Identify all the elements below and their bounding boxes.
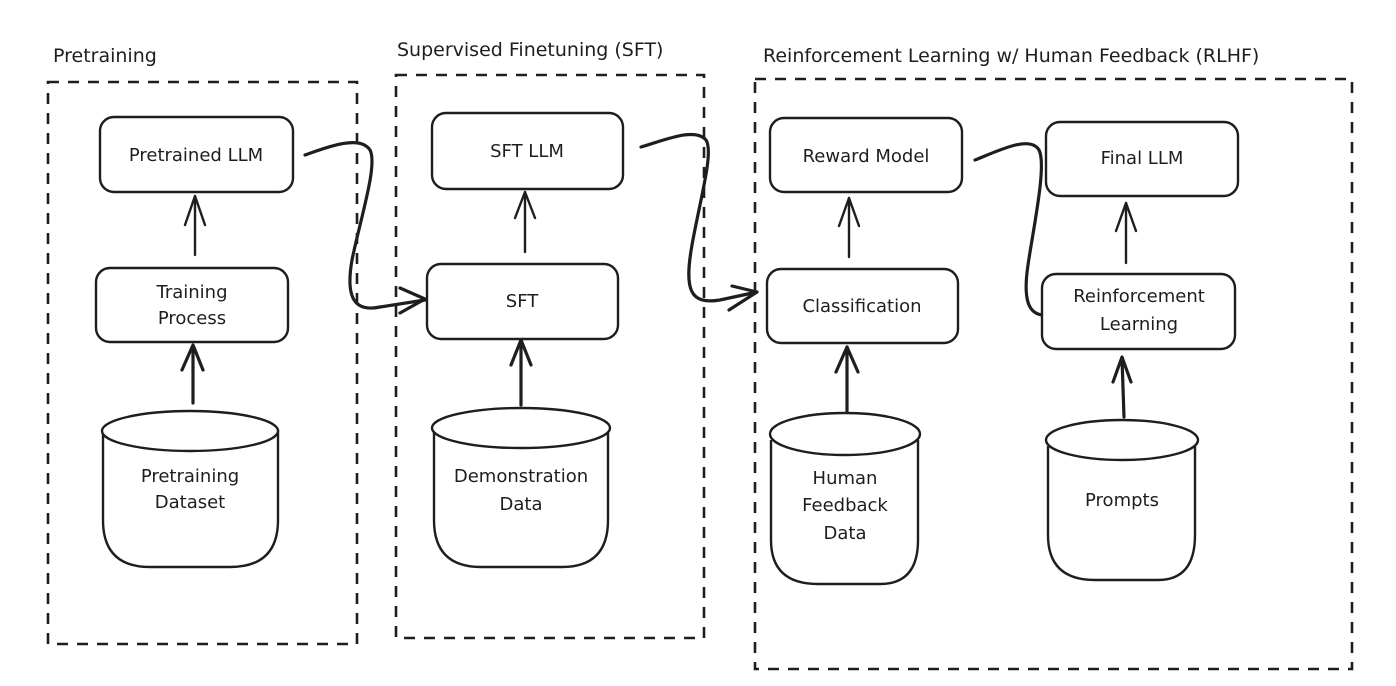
node-final-llm[interactable]: Final LLM: [1044, 120, 1240, 198]
arrowhead: [727, 284, 759, 312]
node-box: [98, 115, 295, 194]
node-label: Classification: [802, 296, 921, 317]
edge-reward-to-rl: [973, 142, 1092, 317]
arrowhead: [1111, 355, 1133, 384]
node-label-line-1: Reinforcement: [1073, 286, 1205, 307]
node-human-feedback-data[interactable]: Human Feedback Data: [768, 411, 922, 586]
cylinder-top: [1044, 418, 1200, 462]
arrowhead: [513, 190, 537, 220]
node-label-line-2: Data: [500, 494, 543, 515]
stage-frame-pretraining: [46, 80, 359, 646]
node-training-process[interactable]: Training Process: [94, 266, 290, 344]
node-reward-model[interactable]: Reward Model: [768, 116, 964, 194]
node-label: Reward Model: [803, 146, 930, 167]
node-box: [1040, 272, 1237, 351]
stage-title-sft: Supervised Finetuning (SFT): [397, 39, 663, 61]
node-box: [94, 266, 290, 344]
cylinder-body: [101, 430, 280, 569]
cylinder-body: [1046, 446, 1197, 582]
node-demonstration-data[interactable]: Demonstration Data: [430, 406, 612, 569]
node-label-line-3: Data: [824, 523, 867, 544]
cylinder-top: [100, 409, 280, 453]
stage-title-rlhf: Reinforcement Learning w/ Human Feedback…: [763, 45, 1259, 67]
arrowhead: [183, 194, 207, 227]
node-label: SFT: [506, 291, 539, 312]
cylinder-top: [430, 406, 612, 450]
stage-title-pretraining: Pretraining: [53, 45, 157, 67]
edge-pretrained-to-sft: [303, 141, 427, 310]
node-label: Pretrained LLM: [129, 145, 263, 166]
arrowhead: [834, 345, 860, 374]
node-label: Final LLM: [1101, 148, 1184, 169]
node-box: [430, 111, 625, 191]
node-label-line-2: Feedback: [802, 495, 888, 516]
node-box: [765, 267, 960, 345]
node-classification[interactable]: Classification: [765, 267, 960, 345]
node-box: [1044, 120, 1240, 198]
node-sft[interactable]: SFT: [425, 262, 620, 341]
node-box: [425, 262, 620, 341]
node-label-line-2: Process: [158, 308, 226, 329]
node-label-line-1: Training: [155, 282, 227, 303]
arrowhead: [1114, 201, 1138, 233]
cylinder-body: [769, 440, 920, 586]
node-pretraining-dataset[interactable]: Pretraining Dataset: [100, 409, 280, 569]
node-label-line-1: Pretraining: [141, 466, 239, 487]
stage-frame-sft: [394, 73, 706, 640]
node-reinforcement-learning[interactable]: Reinforcement Learning: [1040, 272, 1237, 351]
arrowhead: [837, 196, 861, 228]
node-label-line-1: Human: [813, 468, 878, 489]
node-label-line-1: Demonstration: [454, 466, 588, 487]
arrowhead: [398, 286, 427, 315]
node-prompts[interactable]: Prompts: [1044, 418, 1200, 582]
node-label-line-2: Dataset: [155, 492, 226, 513]
node-label: Prompts: [1085, 490, 1159, 511]
edges: [180, 132, 1138, 422]
node-box: [768, 116, 964, 194]
cylinder-top: [768, 411, 922, 457]
edge-prompts-to-rl: [1120, 356, 1126, 419]
arrowhead: [180, 343, 205, 372]
node-sft-llm[interactable]: SFT LLM: [430, 111, 625, 191]
node-label: SFT LLM: [490, 141, 564, 162]
stage-frame-rlhf: [753, 77, 1354, 671]
cylinder-body: [432, 430, 610, 569]
edge-sftllm-to-classification: [639, 132, 759, 303]
node-pretrained-llm[interactable]: Pretrained LLM: [98, 115, 295, 194]
node-label-line-2: Learning: [1100, 314, 1178, 335]
